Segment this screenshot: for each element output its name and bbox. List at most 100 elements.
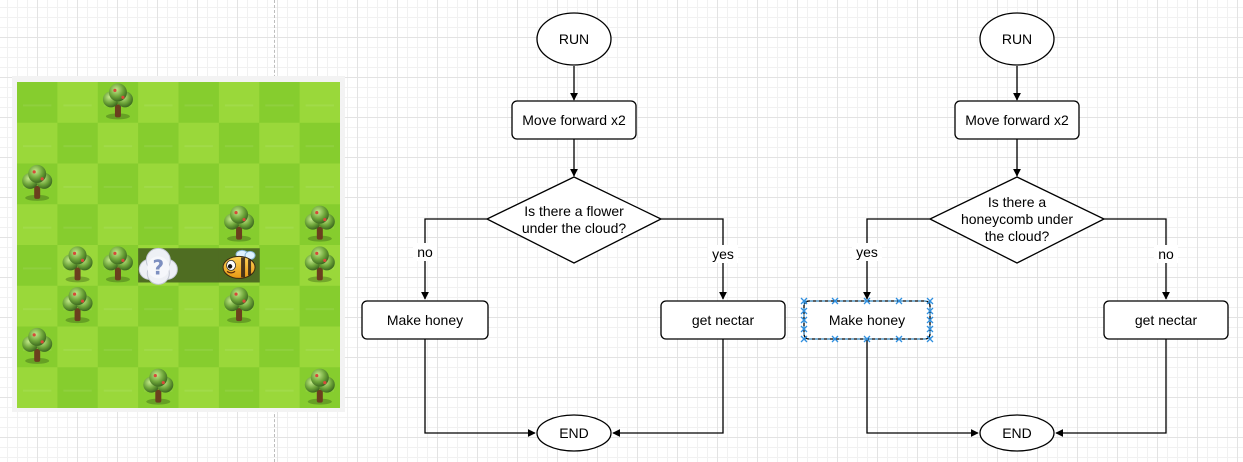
make-honey-node-selected[interactable]: Make honey — [800, 297, 934, 343]
grass-tile — [138, 82, 179, 124]
grass-tile — [57, 367, 99, 408]
tree-icon — [224, 205, 255, 242]
game-board: ? — [17, 82, 340, 408]
grass-texture — [103, 226, 133, 229]
grass-tile — [138, 326, 179, 368]
get-nectar-label: get nectar — [692, 312, 755, 328]
decision-node[interactable]: Is there a honeycomb under the cloud? — [928, 176, 1106, 264]
grass-tile — [259, 163, 301, 205]
connector-decision-to-left-action[interactable] — [863, 218, 930, 300]
tree-icon — [224, 287, 255, 324]
tree-icon — [22, 327, 53, 364]
run-node[interactable]: RUN — [536, 12, 612, 66]
grass-texture — [184, 348, 213, 351]
grass-texture — [63, 104, 92, 107]
grass-texture — [265, 226, 294, 229]
grass-tile — [218, 163, 260, 205]
grass-texture — [224, 185, 254, 188]
grass-texture — [184, 185, 213, 188]
connector-left-action-to-end[interactable] — [866, 339, 979, 437]
selection-handles[interactable] — [800, 297, 934, 343]
grass-tile — [178, 122, 220, 164]
connector-left-action-to-end[interactable] — [424, 339, 536, 437]
grass-tile — [218, 82, 260, 124]
grass-texture — [265, 308, 294, 311]
grass-tile — [299, 122, 340, 164]
grass-tile — [57, 163, 99, 205]
branch-label-yes: yes — [708, 245, 738, 263]
run-label: RUN — [1002, 31, 1032, 47]
grass-texture — [23, 308, 52, 311]
grass-texture — [23, 226, 52, 229]
move-forward-node[interactable]: Move forward x2 — [511, 100, 637, 140]
grass-texture — [144, 185, 173, 188]
grass-texture — [184, 104, 213, 107]
grass-texture — [63, 185, 92, 188]
grass-texture — [305, 185, 334, 188]
grass-tile — [259, 82, 301, 124]
end-node[interactable]: END — [979, 414, 1055, 452]
run-node[interactable]: RUN — [979, 12, 1055, 66]
decision-label-line-2: honeycomb under — [961, 211, 1073, 227]
grass-texture — [23, 389, 52, 392]
mystery-cloud-icon: ? — [138, 247, 178, 285]
grass-texture — [184, 389, 213, 392]
flowchart-right: RUN Move forward x2 Is there a honeycomb… — [800, 12, 1229, 452]
grass-tile — [17, 285, 58, 327]
grass-tile — [218, 326, 260, 368]
grass-tile — [178, 285, 220, 327]
grass-texture — [144, 145, 173, 148]
grass-texture — [63, 145, 92, 148]
grass-tile — [17, 82, 58, 124]
grass-tile — [259, 285, 301, 327]
grass-texture — [144, 348, 173, 351]
grass-tile — [178, 326, 220, 368]
grass-tile — [138, 285, 179, 327]
branch-label-yes: yes — [852, 243, 882, 261]
decision-node[interactable]: Is there a flower under the cloud? — [485, 176, 663, 264]
grass-texture — [103, 389, 133, 392]
move-forward-label: Move forward x2 — [965, 112, 1069, 128]
grass-tile — [97, 163, 139, 205]
grass-tile — [57, 82, 99, 124]
move-forward-node[interactable]: Move forward x2 — [954, 100, 1080, 140]
grass-tile — [17, 204, 58, 246]
connector-right-action-to-end[interactable] — [612, 339, 724, 437]
grass-tile — [178, 82, 220, 124]
grass-tile — [299, 326, 340, 368]
grass-tile — [218, 367, 260, 408]
grass-tile — [97, 285, 139, 327]
end-label: END — [1002, 425, 1032, 441]
grass-texture — [23, 145, 52, 148]
branch-yes-text: yes — [856, 244, 878, 260]
grass-tile — [17, 122, 58, 164]
decision-label-line-3: the cloud? — [985, 228, 1050, 244]
get-nectar-node[interactable]: get nectar — [1103, 300, 1229, 340]
grass-texture — [224, 145, 254, 148]
grass-texture — [265, 267, 294, 270]
grass-tile — [299, 285, 340, 327]
grass-texture — [144, 104, 173, 107]
grass-texture — [265, 104, 294, 107]
grass-tile — [178, 163, 220, 205]
connector-decision-to-left-action[interactable] — [421, 218, 487, 300]
branch-label-no: no — [1154, 245, 1178, 263]
grass-tile — [97, 326, 139, 368]
bee-character-icon — [222, 249, 256, 279]
grass-tile — [178, 367, 220, 408]
grass-texture — [265, 389, 294, 392]
make-honey-node[interactable]: Make honey — [361, 300, 489, 340]
connector-decision-to-right-action[interactable] — [661, 218, 727, 300]
get-nectar-node[interactable]: get nectar — [660, 300, 786, 340]
flowchart-left: RUN Move forward x2 Is there a flower un… — [361, 12, 786, 452]
grass-texture — [63, 226, 92, 229]
branch-label-no: no — [413, 243, 437, 261]
end-node[interactable]: END — [536, 414, 612, 452]
grass-texture — [305, 104, 334, 107]
connector-decision-to-right-action[interactable] — [1104, 218, 1170, 300]
grass-texture — [103, 348, 133, 351]
connector-right-action-to-end[interactable] — [1055, 339, 1167, 437]
grass-texture — [23, 104, 52, 107]
grass-texture — [265, 145, 294, 148]
